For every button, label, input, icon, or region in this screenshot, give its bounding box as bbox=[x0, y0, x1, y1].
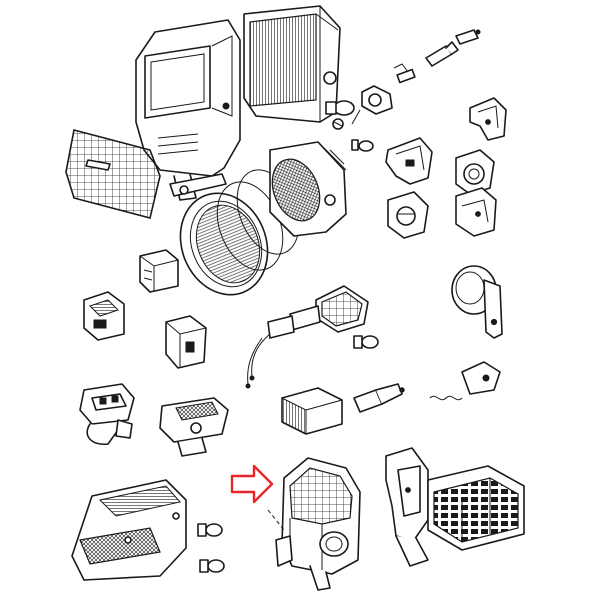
handlebar-switch-right bbox=[159, 397, 229, 457]
rear-light-lens bbox=[427, 465, 525, 551]
headlight-bracket-right bbox=[469, 97, 507, 141]
switch-housing-c bbox=[387, 191, 429, 239]
switch-housing-b bbox=[455, 149, 495, 195]
switch-housing-d bbox=[455, 187, 497, 237]
flasher-box bbox=[165, 315, 207, 369]
bulb-icon bbox=[325, 100, 355, 130]
headlight-lens-unit bbox=[243, 5, 341, 123]
rectifier-pack bbox=[281, 387, 343, 435]
tail-lamp-assembly bbox=[267, 457, 361, 591]
mounting-bracket-arm bbox=[169, 173, 227, 197]
bulb-pair bbox=[197, 523, 225, 573]
bulb-indicator bbox=[353, 335, 379, 349]
headlight-trim-rings bbox=[179, 169, 300, 296]
rear-reflector-housing bbox=[71, 479, 187, 581]
indicator-lamp bbox=[245, 285, 369, 389]
spring-clip bbox=[429, 361, 501, 401]
regulator-box bbox=[83, 291, 125, 341]
rear-lamp-mount bbox=[451, 265, 503, 339]
highlight-arrow-icon bbox=[230, 464, 274, 504]
headlight-grille-guard bbox=[65, 129, 161, 219]
relay-unit bbox=[139, 249, 179, 293]
bulb-small bbox=[351, 139, 374, 152]
handlebar-switch-left bbox=[79, 383, 135, 446]
bulb-socket-small bbox=[351, 85, 393, 125]
connector-plug bbox=[425, 29, 481, 67]
cable-connector bbox=[353, 383, 405, 413]
rear-light-bracket bbox=[385, 447, 429, 567]
bulb-pin bbox=[393, 63, 416, 84]
headlight-reflector bbox=[269, 141, 347, 237]
switch-housing-a bbox=[385, 137, 433, 185]
